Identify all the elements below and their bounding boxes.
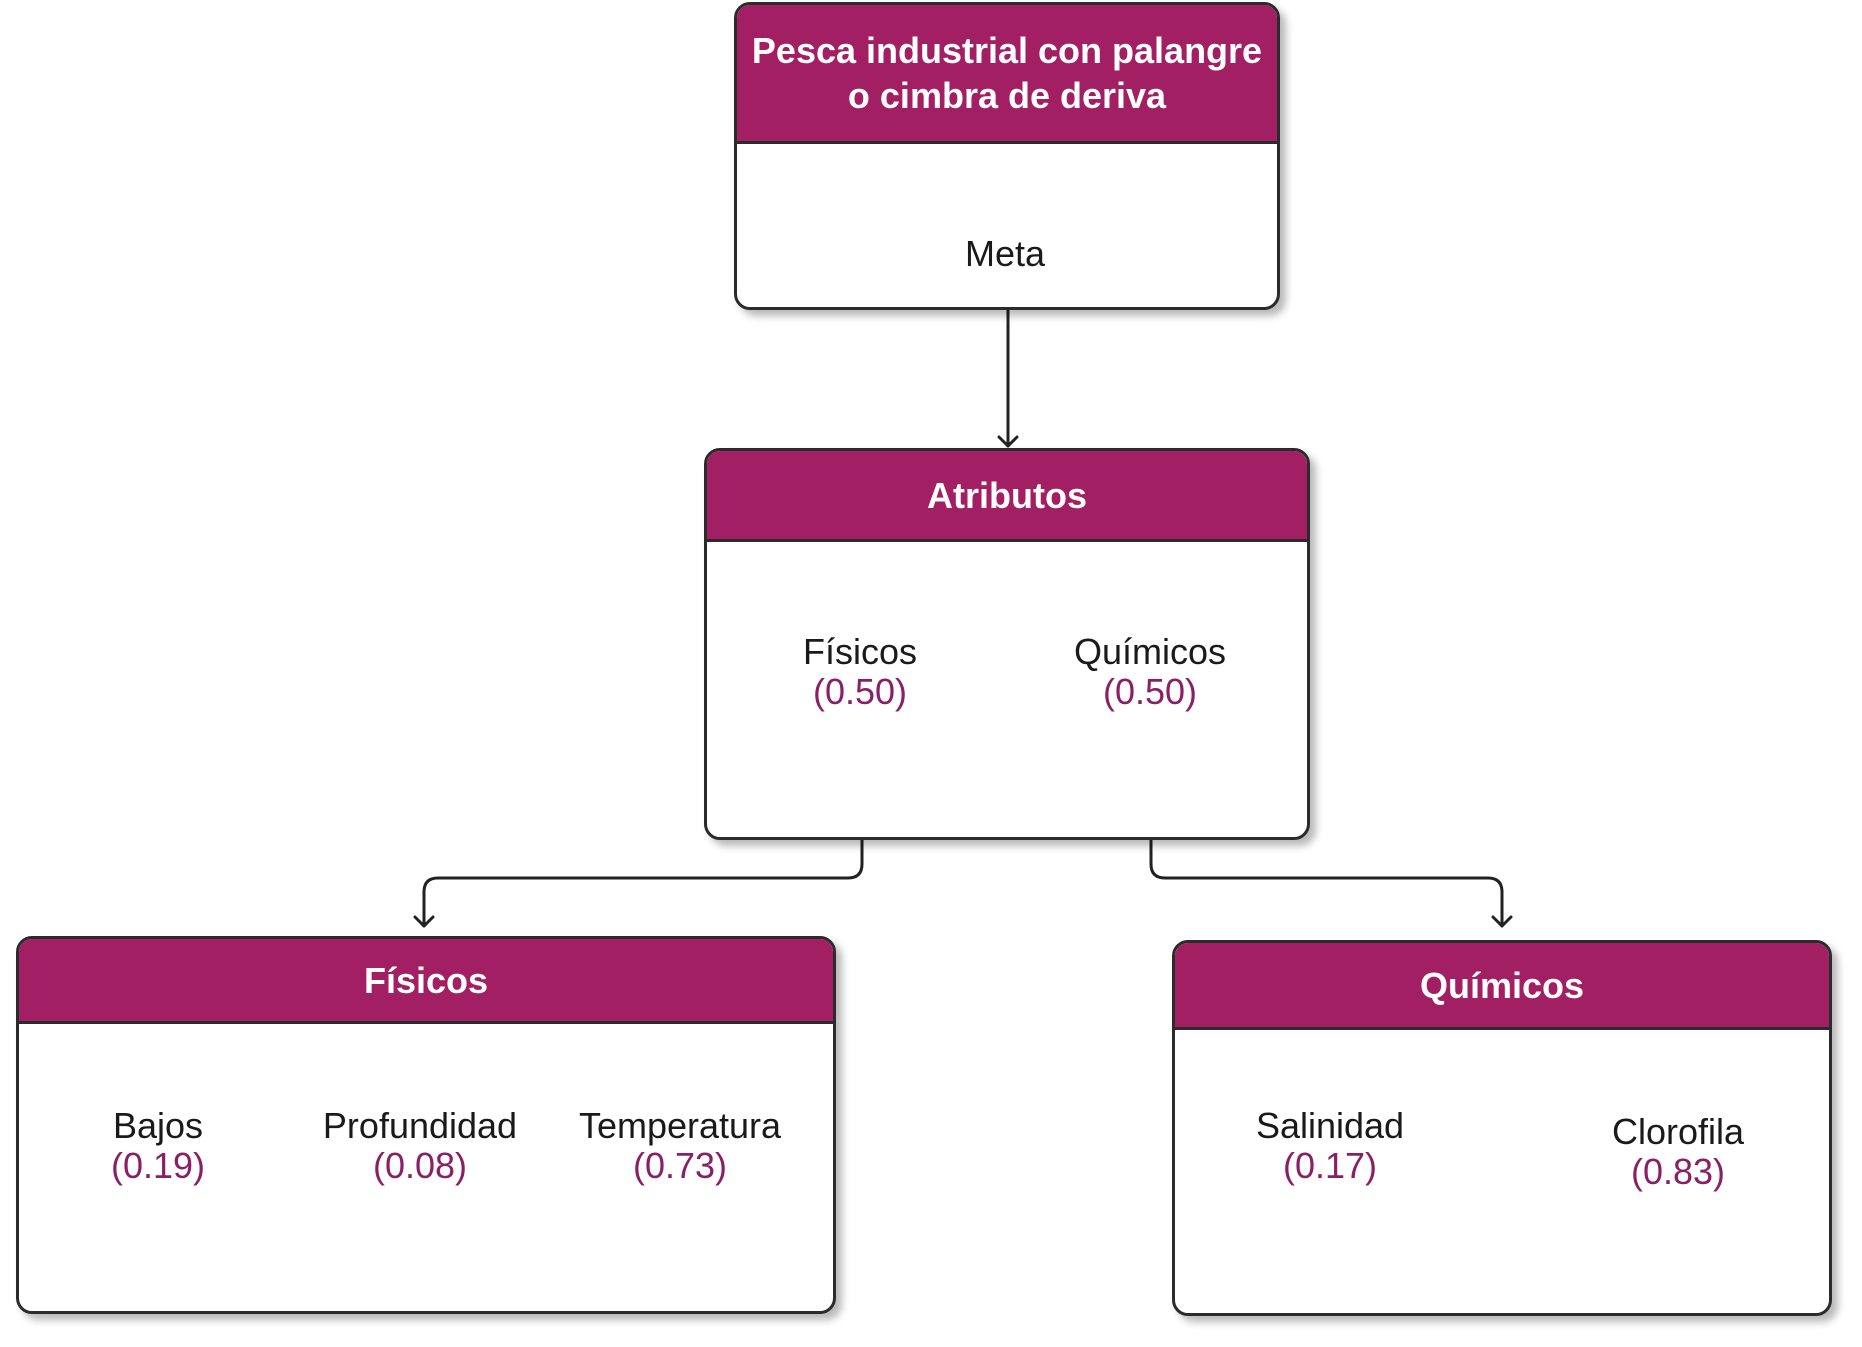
quimicos-header: Químicos [1175, 943, 1829, 1030]
salinidad-weight: (0.17) [1282, 1145, 1378, 1186]
atributos-quimicos-weight: (0.50) [1102, 671, 1198, 712]
quimicos-node-salinidad: Salinidad (0.17) [1256, 1106, 1404, 1186]
quimicos-node-clorofila: Clorofila (0.83) [1612, 1112, 1744, 1192]
atributos-box: Atributos [704, 448, 1310, 840]
connector-to-fisicos-box [422, 798, 864, 928]
atributos-header: Atributos [707, 451, 1307, 542]
fisicos-node-temperatura: Temperatura (0.73) [579, 1106, 781, 1186]
atributos-title: Atributos [927, 474, 1087, 516]
arrowhead-fisicos-box [413, 915, 435, 928]
atributos-fisicos-weight: (0.50) [812, 671, 908, 712]
salinidad-label: Salinidad [1255, 1105, 1405, 1146]
arrowhead-atributos [997, 435, 1019, 448]
atributos-node-quimicos: Químicos (0.50) [1074, 632, 1226, 712]
root-title-line2: o cimbra de deriva [847, 75, 1167, 116]
connector-to-quimicos-box [1149, 798, 1504, 928]
bajos-weight: (0.19) [110, 1145, 206, 1186]
fisicos-node-profundidad: Profundidad (0.08) [323, 1106, 517, 1186]
temperatura-label: Temperatura [578, 1105, 782, 1146]
atributos-fisicos-label: Físicos [802, 631, 918, 672]
fisicos-header: Físicos [19, 939, 833, 1024]
clorofila-label: Clorofila [1611, 1111, 1745, 1152]
profundidad-weight: (0.08) [372, 1145, 468, 1186]
temperatura-weight: (0.73) [632, 1145, 728, 1186]
arrowhead-quimicos-box [1491, 915, 1513, 928]
bajos-label: Bajos [112, 1105, 204, 1146]
fisicos-title: Físicos [363, 959, 489, 1001]
root-box: Pesca industrial con palangre o cimbra d… [734, 2, 1280, 310]
atributos-node-fisicos: Físicos (0.50) [803, 632, 917, 712]
atributos-quimicos-label: Químicos [1073, 631, 1227, 672]
goal-node: Meta [965, 234, 1045, 274]
quimicos-box: Químicos [1172, 940, 1832, 1316]
quimicos-title: Químicos [1419, 964, 1585, 1006]
fisicos-box: Físicos [16, 936, 836, 1314]
fisicos-node-bajos: Bajos (0.19) [111, 1106, 205, 1186]
root-header: Pesca industrial con palangre o cimbra d… [737, 5, 1277, 144]
goal-label: Meta [964, 233, 1046, 274]
root-title-line1: Pesca industrial con palangre [751, 30, 1263, 71]
clorofila-weight: (0.83) [1630, 1151, 1726, 1192]
profundidad-label: Profundidad [322, 1105, 518, 1146]
